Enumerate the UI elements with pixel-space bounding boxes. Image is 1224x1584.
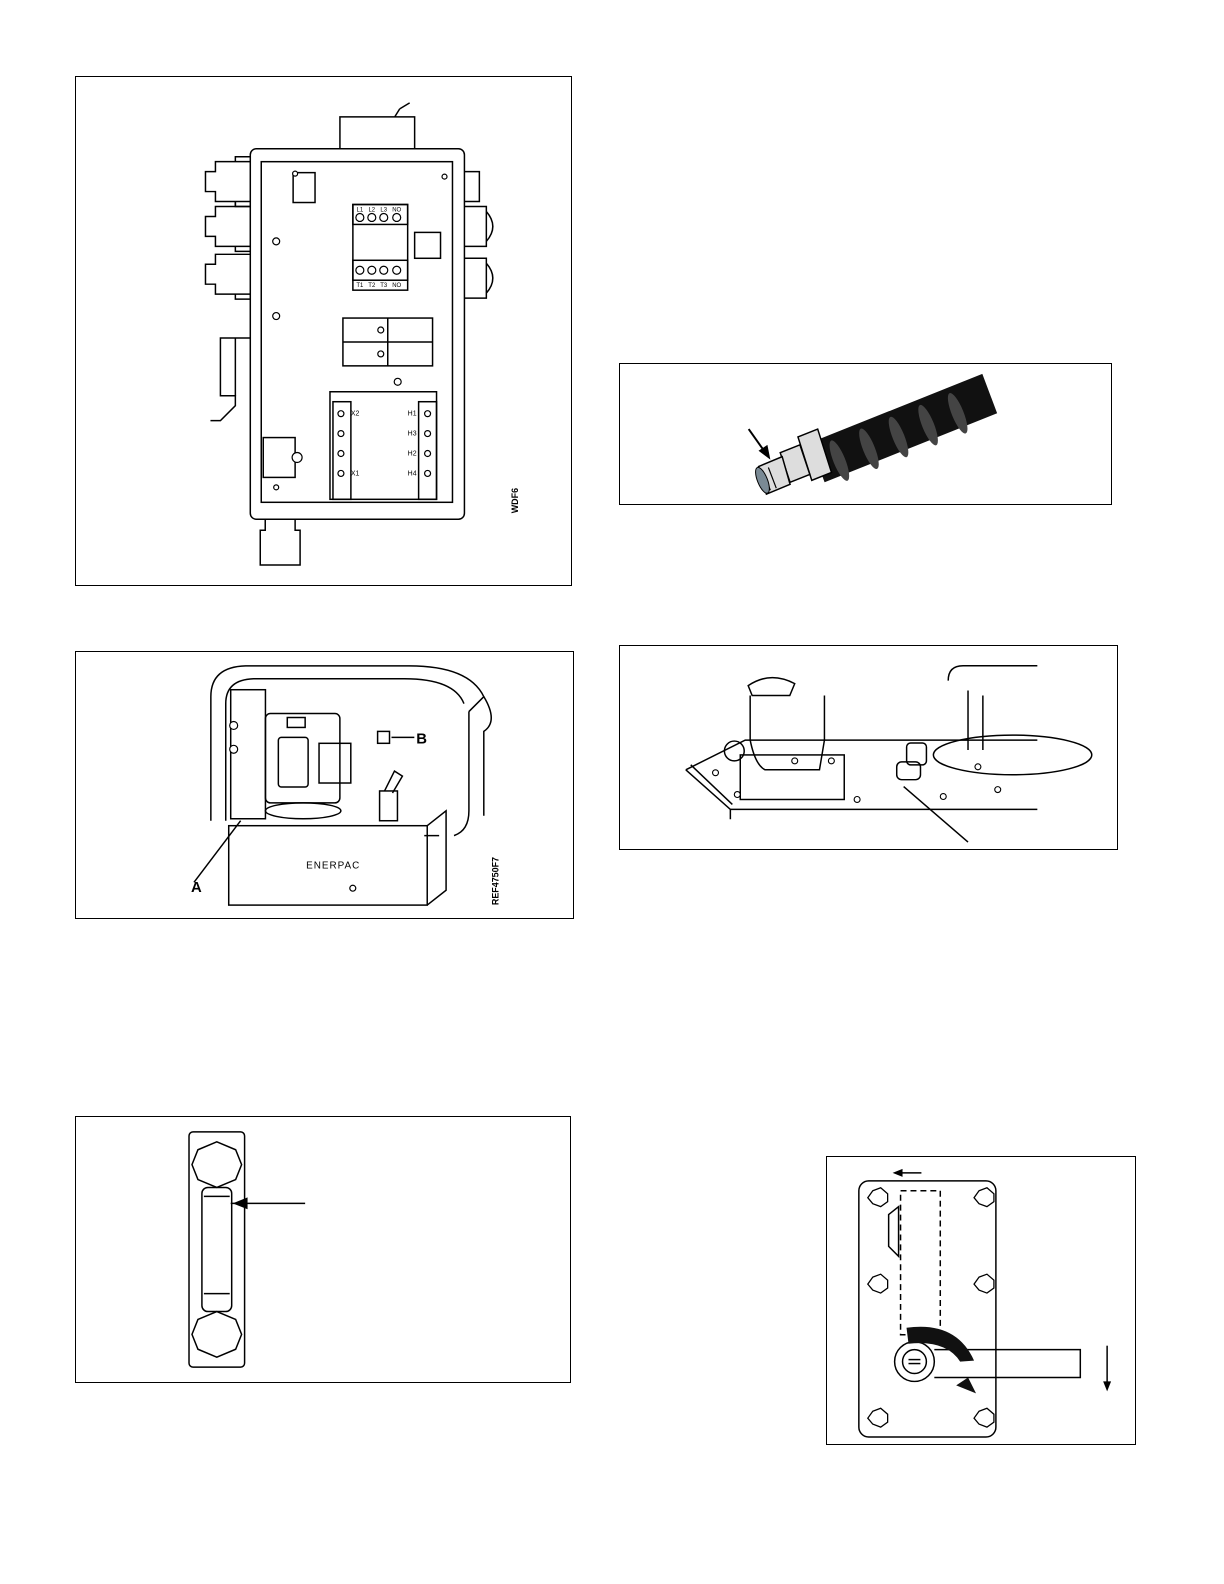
brand-label: ENERPAC <box>306 860 360 871</box>
sight-glass-drawing <box>76 1117 570 1382</box>
terminal-left-label: X2 <box>351 411 360 418</box>
terminal-right-label: H4 <box>408 470 417 477</box>
terminal-right-label: H3 <box>408 431 417 438</box>
contactor-bottom-label: T2 <box>368 283 376 289</box>
contactor-top-label: NO <box>392 207 401 213</box>
contactor-top-label: L1 <box>357 207 364 213</box>
contactor-top-label: L2 <box>368 207 375 213</box>
terminal-right-label: H2 <box>408 450 417 457</box>
callout-b: B <box>416 731 427 747</box>
contactor-bottom-label: NO <box>392 283 401 289</box>
valve-lever-drawing <box>827 1157 1135 1444</box>
hose-fitting-drawing <box>620 364 1111 504</box>
figure-reservoir-top <box>619 645 1118 850</box>
contactor-top-label: L3 <box>380 207 387 213</box>
figure-code: REF4750F7 <box>491 857 501 905</box>
electrical-panel-drawing: L1 L2 L3 NO T1 T2 T3 NO X2 X1 H1 H3 H2 H… <box>76 77 571 585</box>
contactor-bottom-label: T1 <box>356 283 364 289</box>
contactor-bottom-label: T3 <box>380 283 388 289</box>
figure-hose-fitting <box>619 363 1112 505</box>
callout-a: A <box>191 880 202 896</box>
figure-code: WDF6 <box>510 488 520 513</box>
pump-assembly-drawing: ENERPAC B A REF4750F7 <box>76 652 573 918</box>
figure-electrical-panel: L1 L2 L3 NO T1 T2 T3 NO X2 X1 H1 H3 H2 H… <box>75 76 572 586</box>
figure-sight-glass <box>75 1116 571 1383</box>
terminal-left-label: X1 <box>351 470 360 477</box>
figure-valve-lever <box>826 1156 1136 1445</box>
reservoir-top-drawing <box>620 646 1117 849</box>
terminal-right-label: H1 <box>408 411 417 418</box>
figure-pump-assembly: ENERPAC B A REF4750F7 <box>75 651 574 919</box>
